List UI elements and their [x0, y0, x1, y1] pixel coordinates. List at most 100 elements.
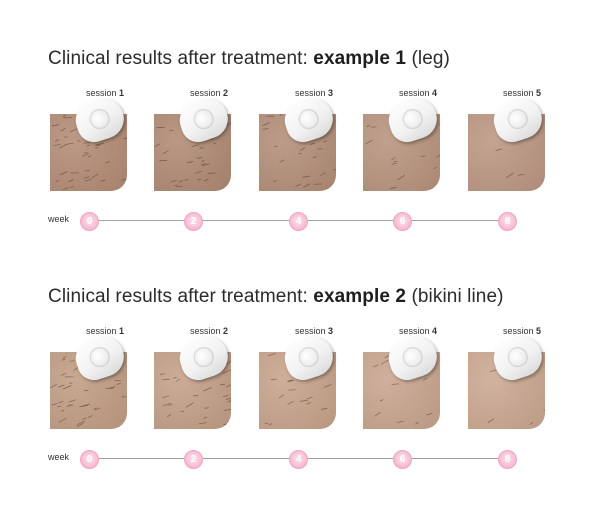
hair-strand	[96, 143, 104, 146]
example-1-title: Clinical results after treatment: exampl…	[48, 48, 450, 69]
hair-strand	[365, 139, 373, 145]
skin-photo	[154, 93, 234, 191]
hair-strand	[167, 414, 171, 418]
skin-photo	[468, 331, 548, 429]
hair-strand	[68, 179, 74, 183]
hair-strand	[174, 184, 178, 187]
hair-strand	[333, 169, 336, 171]
hair-strand	[267, 352, 277, 357]
hair-strand	[278, 394, 285, 399]
hair-strand	[268, 423, 273, 426]
session-label: session 4	[399, 88, 438, 98]
session-label: session 5	[503, 326, 542, 336]
skin-photo	[363, 93, 443, 191]
hair-strand	[93, 407, 98, 410]
hair-strand	[295, 183, 301, 187]
hair-strand	[192, 394, 199, 397]
hair-strand	[543, 409, 545, 411]
hair-texture	[50, 352, 127, 428]
hair-strand	[202, 416, 208, 419]
skin-photo	[259, 331, 339, 429]
hair-strand	[203, 178, 209, 182]
skin-photo	[154, 331, 234, 429]
hair-strand	[184, 178, 189, 181]
skin-photo	[50, 331, 130, 429]
session-label: session 4	[399, 326, 438, 336]
hair-strand	[60, 409, 65, 412]
hair-strand	[288, 389, 296, 391]
hair-strand	[83, 176, 90, 179]
hair-strand	[198, 422, 207, 425]
hair-strand	[397, 420, 404, 424]
hair-strand	[391, 157, 396, 161]
hair-strand	[227, 400, 231, 403]
hair-strand	[224, 409, 231, 411]
hair-strand	[116, 382, 121, 385]
hair-strand	[61, 359, 66, 361]
hair-strand	[125, 396, 127, 398]
hair-strand	[506, 173, 514, 178]
week-marker: 2	[184, 450, 203, 469]
hair-strand	[70, 186, 74, 188]
hair-strand	[273, 145, 278, 148]
hair-strand	[380, 359, 389, 365]
hair-strand	[59, 171, 68, 176]
hair-strand	[64, 136, 68, 138]
skin-photo	[50, 93, 130, 191]
hair-strand	[172, 377, 177, 379]
hair-strand	[95, 144, 101, 146]
hair-strand	[303, 183, 310, 188]
skin-texture	[154, 114, 231, 191]
hair-strand	[55, 179, 60, 183]
hair-strand	[213, 142, 217, 145]
week-timeline: week 0 2 4 6 8	[48, 210, 528, 231]
session-label: session 1	[86, 88, 125, 98]
hair-strand	[298, 152, 302, 155]
hair-strand	[123, 137, 127, 140]
hair-strand	[415, 422, 419, 425]
week-marker: 0	[80, 450, 99, 469]
hair-strand	[422, 377, 428, 381]
hair-strand	[220, 383, 226, 386]
hair-strand	[393, 160, 398, 163]
skin-photo	[259, 93, 339, 191]
hair-strand	[58, 384, 65, 388]
hair-strand	[59, 143, 68, 149]
hair-strand	[279, 114, 284, 116]
hair-strand	[191, 144, 199, 148]
example-2-title: Clinical results after treatment: exampl…	[48, 286, 504, 307]
week-marker: 0	[80, 212, 99, 231]
hair-strand	[62, 114, 67, 118]
hair-strand	[262, 122, 270, 127]
hair-strand	[105, 161, 110, 164]
hair-strand	[226, 122, 231, 126]
hair-strand	[170, 179, 177, 183]
session-label: session 2	[190, 326, 229, 336]
hair-strand	[366, 125, 371, 127]
hair-strand	[270, 378, 277, 380]
hair-strand	[154, 143, 160, 148]
hair-strand	[222, 395, 229, 398]
hair-strand	[62, 187, 69, 191]
hair-strand	[121, 178, 127, 181]
week-marker: 6	[393, 212, 412, 231]
hair-strand	[51, 124, 60, 127]
hair-strand	[391, 162, 397, 165]
hair-strand	[66, 142, 74, 145]
hair-strand	[178, 179, 184, 183]
hair-strand	[200, 162, 207, 166]
hair-strand	[168, 403, 173, 406]
hair-strand	[162, 150, 169, 154]
hair-strand	[169, 129, 174, 132]
week-label: week	[48, 214, 70, 224]
hair-strand	[50, 384, 57, 389]
hair-strand	[287, 379, 293, 382]
hair-strand	[58, 417, 67, 423]
hair-strand	[436, 154, 440, 158]
session-label: session 1	[86, 326, 125, 336]
hair-strand	[60, 128, 66, 132]
hair-strand	[323, 140, 328, 143]
skin-photo	[468, 93, 548, 191]
hair-strand	[287, 380, 295, 382]
hair-strand	[162, 378, 170, 380]
